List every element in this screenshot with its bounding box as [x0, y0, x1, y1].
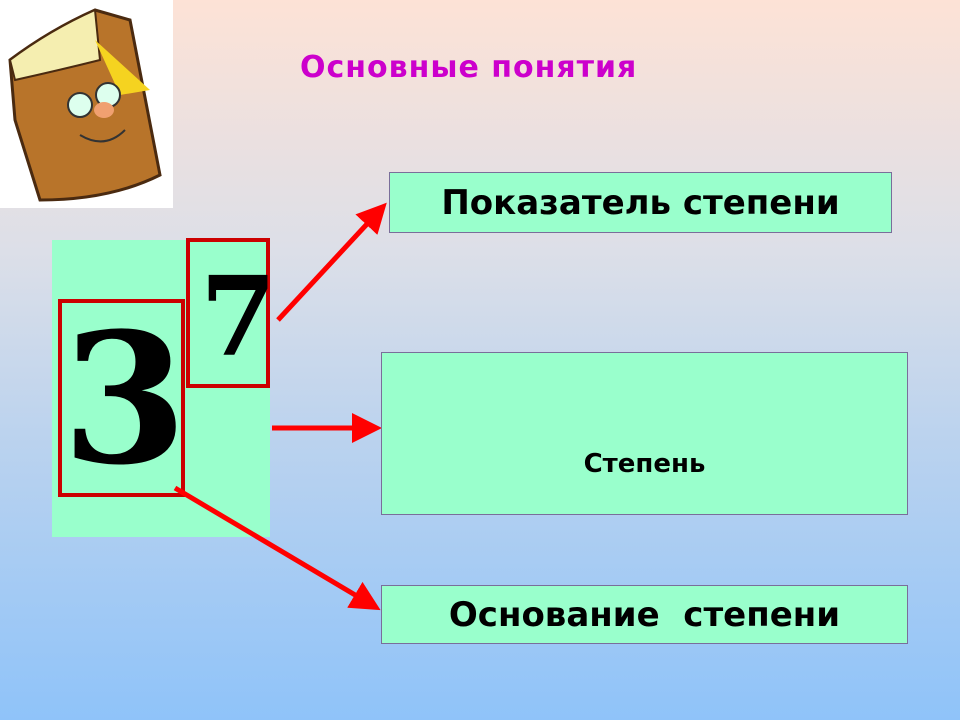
slide-title: Основные понятия	[300, 50, 638, 85]
exponent-label-box: Показатель степени	[389, 172, 892, 233]
exponent-label: Показатель степени	[441, 182, 840, 223]
power-panel	[52, 240, 270, 537]
exponent-number: 7	[200, 252, 277, 381]
exponent-frame	[186, 238, 270, 388]
arrow-to-exponent-icon	[276, 202, 387, 322]
power-label: Степень	[583, 448, 706, 479]
base-label-box: Основание степени	[381, 585, 908, 644]
book-character-image	[0, 0, 173, 208]
base-number: 3	[62, 294, 188, 505]
base-label: Основание степени	[448, 594, 841, 635]
power-label-box: Степень	[381, 352, 908, 515]
base-frame	[58, 299, 185, 497]
book-character-icon	[8, 8, 162, 202]
arrow-to-base-icon	[173, 485, 381, 611]
